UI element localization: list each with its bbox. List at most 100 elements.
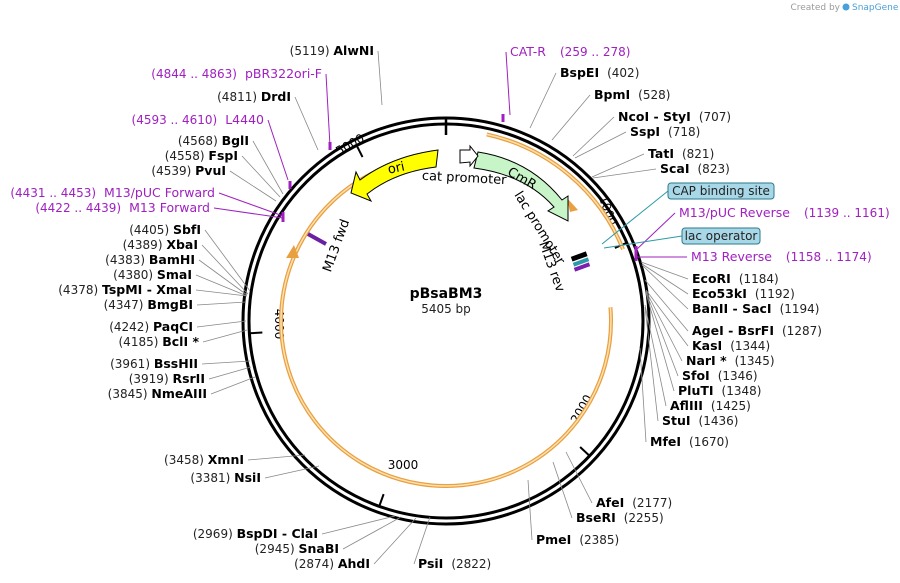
restriction-site[interactable]: Eco53kI(1192): [641, 263, 795, 301]
restriction-site[interactable]: (3961) BssHII: [110, 356, 251, 371]
restriction-site[interactable]: (5119) AlwNI: [290, 43, 383, 106]
site-name-2: ClaI: [291, 526, 318, 541]
ruler-tick-3000: [378, 493, 385, 507]
restriction-site[interactable]: NarI *(1345): [645, 290, 775, 368]
restriction-site[interactable]: (4811) DrdI: [217, 89, 319, 151]
primer-site[interactable]: M13/pUC Reverse(1139 .. 1161): [634, 205, 890, 254]
site-name: BanII: [692, 301, 728, 316]
site-label: (4380) SmaI: [113, 267, 192, 282]
boxed-feature[interactable]: CAP binding site: [601, 182, 775, 245]
site-name-2: BsrFI: [738, 323, 774, 338]
site-position: (1287): [782, 324, 822, 338]
site-label: (4568) BglI: [178, 133, 249, 148]
primer-label: (4844 .. 4863)pBR322ori-F: [151, 66, 322, 81]
restriction-site[interactable]: (4389) XbaI: [123, 237, 249, 295]
site-leader-line: [195, 289, 248, 297]
site-name: AhdI: [338, 556, 370, 571]
restriction-site[interactable]: NcoI - StyI(707): [572, 109, 731, 157]
ruler-tick-2000: [579, 446, 591, 457]
primer-site[interactable]: (4593 .. 4610)L4440: [132, 112, 292, 189]
site-leader-line: [210, 376, 256, 395]
primer-label: M13/pUC Reverse(1139 .. 1161): [679, 205, 890, 220]
site-position: (528): [638, 88, 670, 102]
restriction-site[interactable]: (3919) RsrII: [129, 366, 252, 386]
restriction-site[interactable]: AgeI - BsrFI(1287): [644, 279, 822, 338]
restriction-site[interactable]: (4380) SmaI: [113, 267, 248, 297]
site-position: (3845): [108, 387, 148, 401]
site-position: (5119): [290, 44, 330, 58]
boxed-feature-leader: [601, 190, 669, 245]
restriction-site[interactable]: StuI(1436): [644, 306, 738, 428]
site-position: (4378): [58, 283, 98, 297]
site-name: SfoI: [682, 368, 710, 383]
site-label: BanII - SacI(1194): [692, 301, 819, 316]
restriction-site[interactable]: (3381) NsiI: [190, 465, 320, 485]
site-position: (3919): [129, 372, 169, 386]
lac-operator-mark: [570, 251, 588, 262]
restriction-site[interactable]: (4539) PvuI: [151, 163, 277, 202]
restriction-site[interactable]: BpmI(528): [551, 87, 670, 141]
restriction-site[interactable]: (4185) BclI *: [119, 329, 248, 349]
site-name: Eco53kI: [692, 286, 747, 301]
site-name: PsiI: [418, 556, 443, 571]
primer-leader-line: [218, 192, 284, 217]
site-name-2: XmaI: [156, 282, 192, 297]
restriction-site[interactable]: SfoI(1346): [645, 291, 758, 383]
restriction-site[interactable]: (2874) AhdI: [294, 517, 417, 571]
site-label: (3961) BssHII: [110, 356, 198, 371]
site-name: FspI: [208, 148, 238, 163]
restriction-site[interactable]: SspI(718): [574, 124, 700, 159]
restriction-site[interactable]: BspEI(402): [529, 65, 639, 129]
primer-leader-line: [325, 73, 331, 147]
restriction-site[interactable]: MfeI(1670): [639, 347, 729, 449]
restriction-site[interactable]: (2945) SnaBI: [255, 516, 402, 556]
restriction-site[interactable]: KasI(1344): [645, 289, 770, 353]
restriction-site[interactable]: (4378) TspMI - XmaI: [58, 282, 248, 297]
restriction-site[interactable]: (4242) PaqCI: [109, 319, 247, 334]
restriction-site[interactable]: (4383) BamHI: [105, 252, 248, 296]
site-leader-line: [641, 263, 689, 295]
restriction-site[interactable]: (4558) FspI: [165, 148, 281, 198]
primer-range: (1158 .. 1174): [786, 250, 872, 264]
restriction-site[interactable]: PluTI(1348): [645, 292, 761, 398]
cat-promoter-feature[interactable]: [459, 144, 479, 168]
site-label: (2945) SnaBI: [255, 541, 339, 556]
site-label: KasI(1344): [692, 338, 770, 353]
restriction-site[interactable]: PmeI(2385): [527, 479, 619, 547]
primer-site[interactable]: (4422 .. 4439)M13 Forward: [35, 200, 285, 222]
restriction-site[interactable]: BseRI(2255): [552, 461, 664, 525]
site-leader-line: [321, 515, 396, 535]
site-label: PsiI(2822): [418, 556, 491, 571]
site-leader-line: [264, 465, 320, 479]
cmr-feature[interactable]: [473, 151, 569, 222]
site-name: NsiI: [234, 470, 261, 485]
primer-label: (4593 .. 4610)L4440: [132, 112, 265, 127]
restriction-site[interactable]: (4568) BglI: [178, 133, 284, 195]
site-leader-line: [640, 261, 689, 280]
restriction-site[interactable]: (3845) NmeAIII: [108, 376, 256, 401]
restriction-site[interactable]: PsiI(2822): [413, 516, 491, 571]
ori-feature[interactable]: [350, 149, 439, 202]
site-leader-line: [574, 131, 627, 159]
restriction-site[interactable]: ScaI(823): [592, 161, 730, 179]
restriction-site[interactable]: (3458) XmnI: [164, 452, 306, 467]
site-leader-line: [229, 170, 277, 202]
primer-site[interactable]: M13 Reverse(1158 .. 1174): [634, 249, 872, 264]
restriction-site[interactable]: AfeI(2177): [565, 451, 672, 510]
site-leader-line: [592, 168, 657, 179]
boxed-feature[interactable]: lac operator: [603, 227, 761, 249]
restriction-site[interactable]: AflIII(1425): [644, 304, 751, 413]
restriction-site[interactable]: (2969) BspDI - ClaI: [193, 515, 396, 541]
plasmid-length: 5405 bp: [421, 302, 471, 316]
restriction-site[interactable]: BanII - SacI(1194): [641, 264, 819, 316]
site-position: (1184): [739, 272, 779, 286]
restriction-site[interactable]: EcoRI(1184): [640, 261, 779, 286]
site-leader-line: [644, 306, 659, 422]
primer-site[interactable]: CAT-R(259 .. 278): [501, 44, 631, 122]
restriction-site[interactable]: TatI(821): [591, 146, 714, 178]
primer-site[interactable]: (4844 .. 4863)pBR322ori-F: [151, 66, 332, 150]
primer-mark: [281, 214, 285, 222]
primer-name: M13/pUC Reverse: [679, 205, 790, 220]
restriction-site[interactable]: (4405) SbfI: [129, 222, 251, 292]
restriction-site[interactable]: (4347) BmgBI: [104, 297, 247, 312]
